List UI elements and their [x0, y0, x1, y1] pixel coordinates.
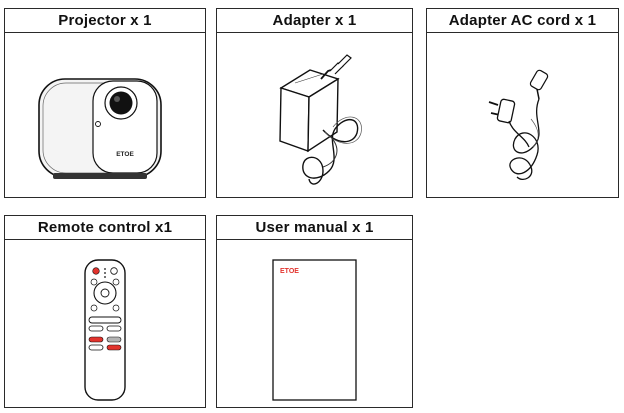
item-title: Adapter x 1	[217, 9, 412, 33]
item-card-adapter: Adapter x 1	[216, 8, 413, 198]
remote-illustration	[84, 259, 126, 401]
item-title: User manual x 1	[217, 216, 412, 240]
projector-illustration: ETOE	[38, 78, 162, 179]
ac-cord-illustration	[488, 69, 549, 181]
item-illustration	[5, 240, 205, 407]
item-title: Adapter AC cord x 1	[427, 9, 618, 33]
item-illustration	[217, 33, 412, 197]
item-card-ac-cord: Adapter AC cord x 1	[426, 8, 619, 198]
item-title: Remote control x1	[5, 216, 205, 240]
item-illustration	[427, 33, 618, 197]
item-card-projector: Projector x 1 ETOE	[4, 8, 206, 198]
item-card-user-manual: User manual x 1 ETOE	[216, 215, 413, 408]
item-illustration: ETOE	[217, 240, 412, 407]
projector-brand-logo: ETOE	[116, 151, 134, 158]
manual-illustration: ETOE	[272, 259, 357, 401]
item-illustration: ETOE	[5, 33, 205, 197]
manual-brand-logo: ETOE	[280, 268, 299, 275]
item-title: Projector x 1	[5, 9, 205, 33]
item-card-remote: Remote control x1	[4, 215, 206, 408]
adapter-illustration	[279, 54, 362, 185]
